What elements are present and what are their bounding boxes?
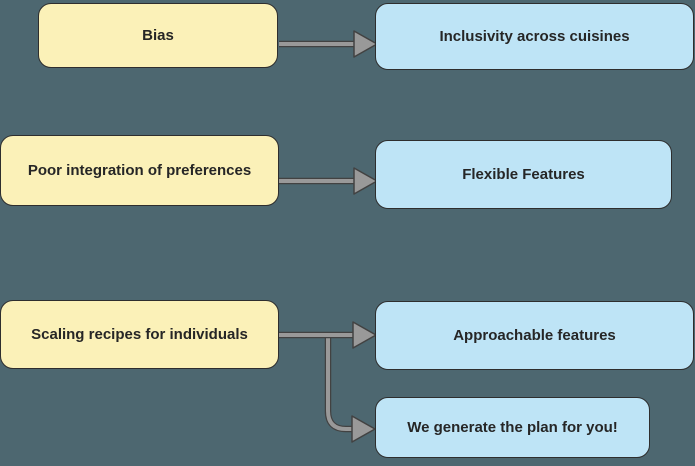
node-flexible-features: Flexible Features <box>375 140 672 209</box>
node-poor-integration-label: Poor integration of preferences <box>27 161 252 179</box>
node-approachable-features: Approachable features <box>375 301 694 370</box>
node-generate-plan-label: We generate the plan for you! <box>407 418 618 436</box>
edge-scaling-recipes-to-approachable-features <box>278 321 377 349</box>
node-bias-label: Bias <box>142 26 174 44</box>
node-flexible-features-label: Flexible Features <box>462 165 585 183</box>
node-scaling-recipes: Scaling recipes for individuals <box>0 300 279 369</box>
node-generate-plan: We generate the plan for you! <box>375 397 650 458</box>
node-approachable-features-label: Approachable features <box>453 326 616 344</box>
edge-poor-integration-to-flexible-features <box>278 167 378 195</box>
arrowhead-icon <box>351 415 376 443</box>
node-poor-integration: Poor integration of preferences <box>0 135 279 206</box>
node-inclusivity-label: Inclusivity across cuisines <box>439 27 630 45</box>
arrowhead-icon <box>352 321 377 349</box>
node-inclusivity: Inclusivity across cuisines <box>375 3 694 70</box>
node-bias: Bias <box>38 3 278 68</box>
edge-bias-to-inclusivity <box>279 30 378 58</box>
edge-scaling-recipes-to-generate-plan <box>324 334 376 443</box>
arrowhead-icon <box>353 30 378 58</box>
node-scaling-recipes-label: Scaling recipes for individuals <box>31 325 248 343</box>
arrowhead-icon <box>353 167 378 195</box>
